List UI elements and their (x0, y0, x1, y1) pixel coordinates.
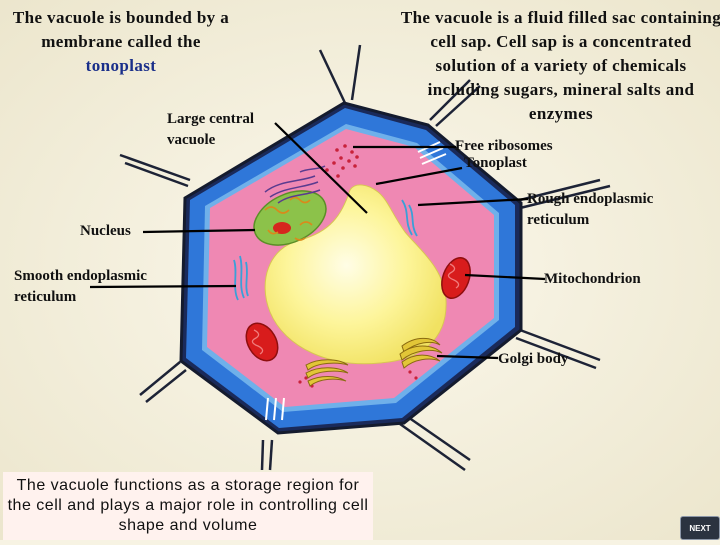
rough-er-cluster (264, 165, 326, 204)
tonoplast-description-prefix: The vacuole is bounded by a membrane cal… (12, 8, 230, 51)
label-tonoplast: Tonoplast (464, 155, 527, 171)
vacuole-description: The vacuole is a fluid filled sac contai… (400, 8, 720, 123)
summary-box (3, 472, 373, 540)
golgi-body-right (399, 337, 443, 369)
golgi-body-bottom (305, 359, 349, 387)
tonoplast-term: tonoplast (85, 56, 157, 75)
label-nucleus: Nucleus (80, 223, 131, 239)
label-large-central-vacuole: Large central vacuole (167, 111, 255, 148)
label-golgi-body: Golgi body (498, 351, 569, 367)
tonoplast-description: The vacuole is bounded by a membrane cal… (6, 6, 236, 78)
mitochondrion-right (441, 257, 471, 299)
neighbour-cell-walls (119, 44, 611, 472)
nucleus (253, 190, 327, 246)
label-rough-er: Rough endoplasmic reticulum (527, 191, 654, 228)
mitochondrion-left (245, 322, 279, 362)
leader-lines (89, 122, 546, 360)
label-mitochondrion: Mitochondrion (544, 271, 641, 287)
label-smooth-er: Smooth endoplasmic reticulum (14, 268, 147, 305)
free-ribosomes (298, 144, 418, 388)
smooth-er (233, 199, 418, 301)
label-free-ribosomes: Free ribosomes (455, 138, 553, 154)
next-button[interactable]: NEXT (680, 516, 720, 540)
vacuole-function-summary: The vacuole functions as a storage regio… (7, 477, 369, 534)
